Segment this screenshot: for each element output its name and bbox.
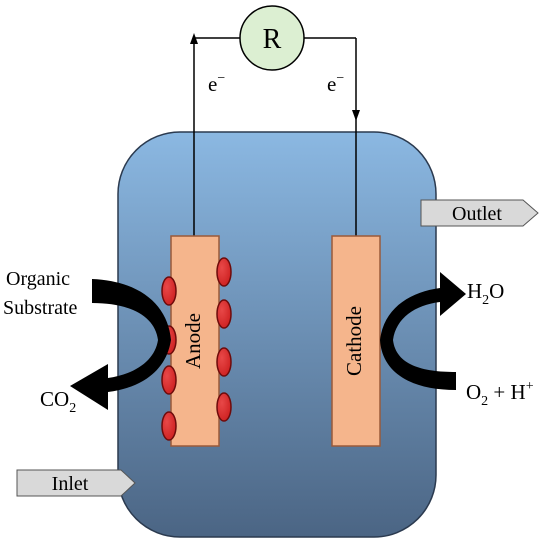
outlet-label: Outlet	[452, 203, 502, 225]
outlet-arrow	[420, 199, 539, 227]
bacterium	[161, 276, 177, 306]
electron-flow-arrow-up	[190, 33, 198, 44]
bacterium	[216, 299, 232, 329]
cathode-electrode	[331, 235, 381, 447]
o2-hplus-label: O2 + H+	[466, 379, 534, 409]
anode-label: Anode	[181, 313, 205, 369]
cathode-label: Cathode	[342, 306, 366, 376]
electron-label-cathode: e−	[327, 71, 344, 96]
organic-label-line1: Organic	[6, 268, 70, 290]
substrate-to-co2-arrow	[70, 279, 171, 410]
h2o-label: H2O	[467, 279, 504, 308]
anode-electrode	[170, 235, 220, 447]
organic-label-line2: Substrate	[3, 297, 78, 319]
co2-label: CO2	[40, 387, 76, 416]
external-circuit	[193, 37, 357, 236]
resistor-circle	[239, 5, 305, 71]
electron-flow-arrow-down	[352, 110, 360, 121]
bacterium	[161, 411, 177, 441]
inlet-arrow	[16, 469, 136, 497]
bacterium	[216, 347, 232, 377]
organic-substrate-label: Organic Substrate	[3, 268, 78, 319]
o2-to-h2o-arrow	[380, 272, 466, 390]
bacterium	[216, 257, 232, 287]
resistor-label: R	[263, 24, 282, 55]
bacterium	[161, 365, 177, 395]
bacterium	[216, 392, 232, 422]
inlet-label: Inlet	[52, 473, 89, 495]
electron-label-anode: e−	[208, 71, 225, 96]
